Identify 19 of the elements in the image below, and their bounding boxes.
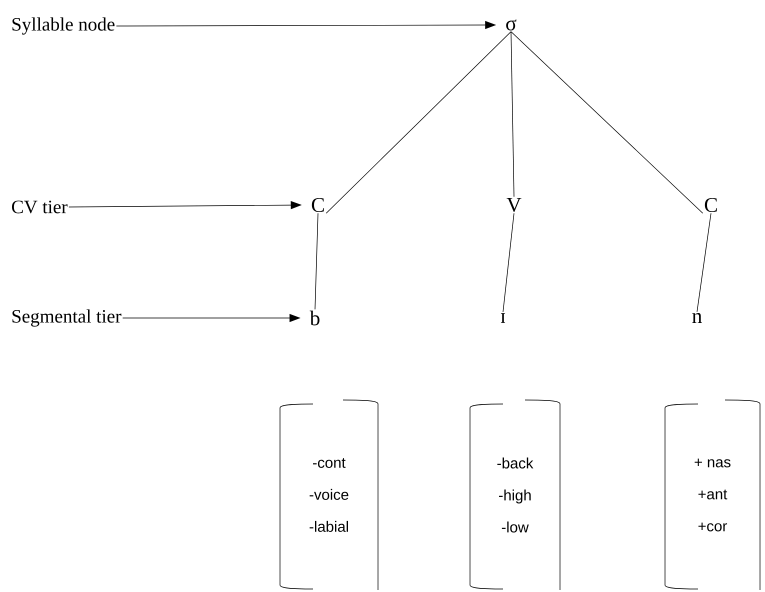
tier-label: CV tier [12,200,68,214]
tier-symbol: V [506,198,522,212]
tree-line [502,212,514,312]
tree-line [510,31,704,214]
tier-label: Segmental tier [12,309,122,327]
tier-symbol: b [310,310,320,326]
tier-symbol: C [312,198,324,212]
feature-matrix: + nas +ant +cor [664,400,760,590]
feature-matrix: -back -high -low [470,400,560,590]
tree-line [326,31,512,214]
tree-line [510,31,514,198]
tier-symbol: ɪ [500,313,506,323]
tier-symbol: σ [506,20,516,30]
tier-label: Syllable node [12,17,115,35]
feature-matrix: -cont -voice -labial [280,400,378,590]
tree-line [696,212,712,312]
tree-line [314,212,318,310]
tier-symbol: C [704,198,717,212]
tier-symbol: n [692,313,702,323]
